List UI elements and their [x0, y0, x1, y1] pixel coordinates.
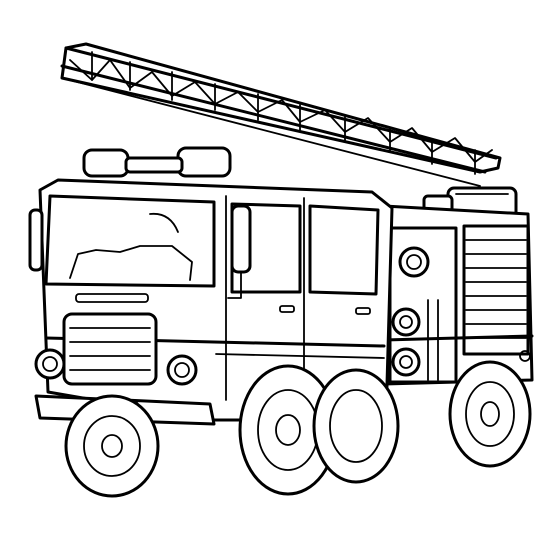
shutter-slats — [465, 239, 527, 339]
wheel-rear-left — [312, 368, 400, 484]
roof-light-right-icon — [176, 146, 232, 178]
roof-light-left-icon — [82, 148, 130, 178]
side-window-rear — [308, 204, 380, 296]
wheels — [64, 360, 532, 498]
cab — [28, 146, 394, 426]
gauge-top-icon — [398, 246, 430, 278]
hood-vent-icon — [75, 293, 149, 303]
wheel-front-left — [64, 394, 160, 498]
door-handle-rear-icon — [355, 307, 371, 315]
valve-icon — [391, 307, 421, 337]
ladder-rungs — [91, 51, 476, 175]
headlight-left-icon — [34, 348, 66, 380]
wheel-rear-right — [448, 360, 532, 468]
roller-shutter — [462, 224, 530, 356]
grille — [62, 312, 158, 386]
rear-body — [382, 204, 534, 386]
front-mirror-icon — [28, 208, 44, 272]
rear-light-icon — [519, 350, 531, 362]
side-mirror-icon — [230, 204, 252, 274]
windshield — [44, 194, 216, 288]
valve-low-icon — [391, 347, 421, 377]
door-handle-icon — [279, 305, 295, 313]
headlight-right-icon — [166, 354, 198, 386]
